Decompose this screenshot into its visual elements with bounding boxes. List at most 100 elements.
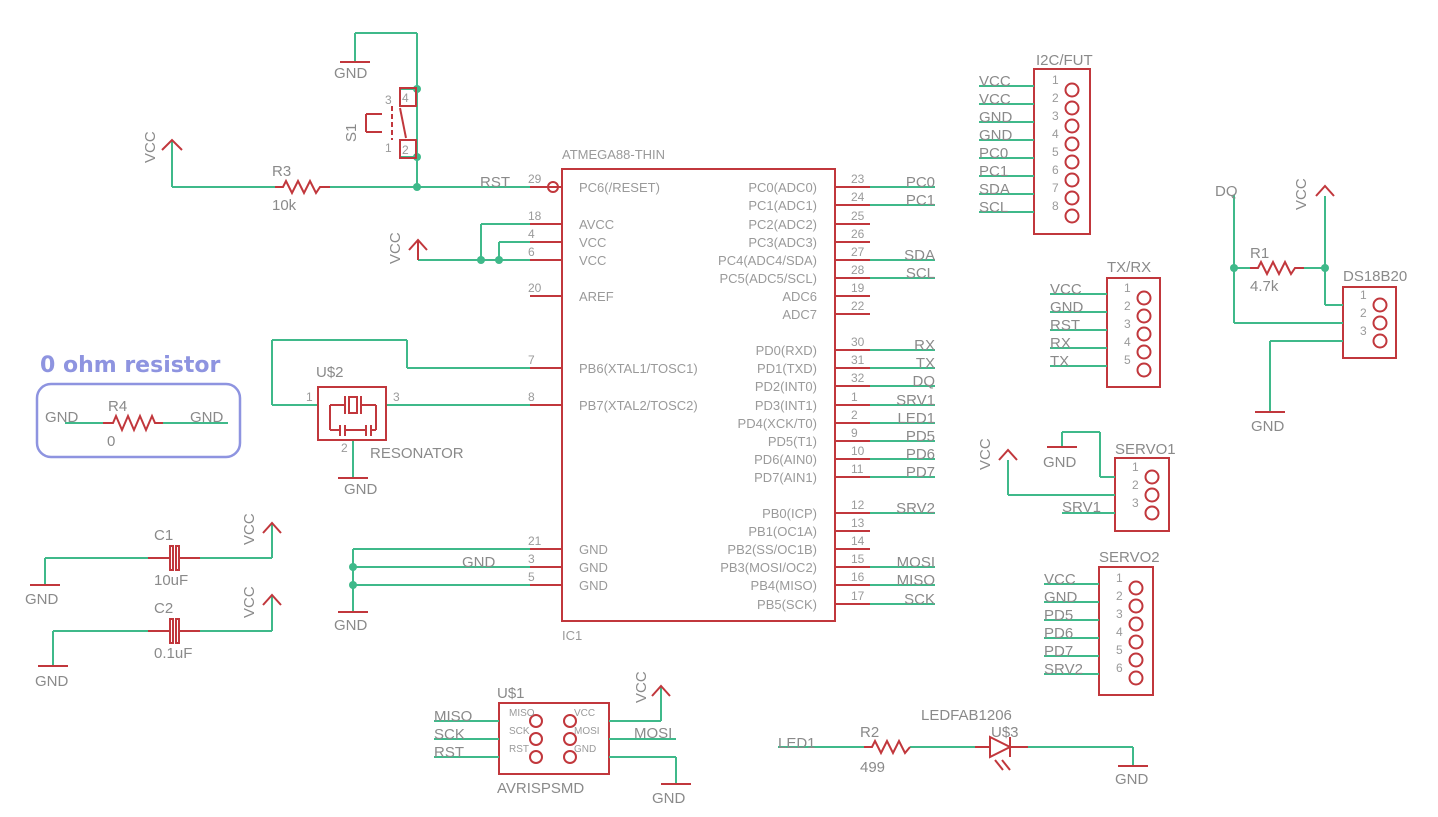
servo2-pad[interactable] [1128,598,1144,614]
c2-capacitor[interactable] [148,618,200,644]
i2c-pad[interactable] [1064,190,1080,206]
mcu-gnd-bottom-label: GND [334,617,368,634]
i2c-pad[interactable] [1064,82,1080,98]
r1-resistor[interactable] [1250,259,1304,277]
txrx-net-label: TX [1050,353,1069,370]
isp-net-rst: RST [434,744,464,761]
mcu-net-label: PD6 [906,446,935,463]
txrx-net-label: VCC [1050,281,1082,298]
led-circuit: LED1 R2 499 LEDFAB1206 U$3 GND [778,707,1149,788]
c1-capacitor[interactable] [148,545,200,571]
mcu-pin-number: 8 [528,390,535,404]
mcu-pin-name: PB6(XTAL1/TOSC1) [579,361,698,376]
switch-ref: S1 [343,124,360,142]
mcu-net-label: MISO [897,572,935,589]
txrx-pad[interactable] [1136,290,1152,306]
mcu-pin-name: PB5(SCK) [757,597,817,612]
mcu-net-label: SRV2 [896,500,935,517]
txrx-pin-number: 2 [1124,299,1131,313]
servo1-pad[interactable] [1144,469,1160,485]
isp-connector[interactable] [498,702,610,775]
mcu-net-label: MOSI [897,554,935,571]
mcu-pin-name: GND [579,542,608,557]
c2-ref: C2 [154,600,173,617]
switch-pin-3: 3 [385,93,392,107]
ds18b20-connector[interactable] [1342,286,1397,359]
i2c-pad[interactable] [1064,136,1080,152]
txrx-pad[interactable] [1136,344,1152,360]
resonator-pin-2: 2 [341,441,348,455]
servo2-pad[interactable] [1128,652,1144,668]
ds18b20-pad[interactable] [1372,333,1388,349]
led-part-label: LEDFAB1206 [921,707,1012,724]
servo2-pad[interactable] [1128,616,1144,632]
txrx-pad[interactable] [1136,308,1152,324]
mcu-pin-number: 14 [851,534,865,548]
mcu-pin-number: 17 [851,589,865,603]
mcu-pin-name: VCC [579,235,606,250]
servo2-pad[interactable] [1128,634,1144,650]
mcu-pin-number: 11 [851,462,864,476]
i2c-pin-number: 6 [1052,163,1059,177]
mcu-name: ATMEGA88-THIN [562,147,665,162]
mcu-power-wiring: VCC [387,223,530,264]
resonator: U$2 RESONATOR 1 3 2 GND [271,339,530,498]
rst-net-label: RST [480,174,510,191]
led-part[interactable] [975,735,1028,771]
c1-vcc-label: VCC [241,513,258,545]
resonator-part[interactable] [317,386,387,441]
mcu-pin-name: PC0(ADC0) [748,180,817,195]
i2c-pin-number: 8 [1052,199,1059,213]
isp-pad-vcc: VCC [574,708,595,719]
zero-ohm-left-net: GND [45,409,79,426]
txrx-pin-number: 4 [1124,335,1131,349]
r3-resistor[interactable] [275,178,330,196]
i2c-pin-number: 5 [1052,145,1059,159]
mcu-net-label: RX [914,337,935,354]
reset-gnd-label: GND [334,65,368,82]
servo1-connector[interactable] [1114,457,1170,532]
mcu-pin-number: 21 [528,534,542,548]
mcu-pin-name: AREF [579,289,614,304]
servo2-net-label: VCC [1044,571,1076,588]
txrx-pad[interactable] [1136,362,1152,378]
servo2-pad[interactable] [1128,580,1144,596]
i2c-net-label: GND [979,109,1013,126]
mcu-pin-number: 28 [851,263,865,277]
txrx-net-label: RX [1050,335,1071,352]
mcu-pin-number: 4 [528,227,535,241]
r2-resistor[interactable] [864,738,911,756]
servo2-pin-number: 3 [1116,607,1123,621]
isp-pad-miso: MISO [509,708,535,719]
i2c-pad[interactable] [1064,100,1080,116]
mcu-pin-name: PC2(ADC2) [748,217,817,232]
txrx-connector[interactable] [1106,277,1161,388]
reset-switch[interactable]: 4 3 1 2 [365,87,417,159]
i2c-connector[interactable] [1033,68,1091,235]
vcc-arrow-symbol [262,593,282,606]
servo2-connector[interactable] [1098,566,1154,696]
i2c-pad[interactable] [1064,172,1080,188]
i2c-pad[interactable] [1064,208,1080,224]
switch-pin-2: 2 [402,143,409,157]
ds18b20-pad[interactable] [1372,297,1388,313]
atmega88-chip[interactable]: ATMEGA88-THIN IC1 29PC6(/RESET)18AVCC4VC… [528,147,935,643]
i2c-net-label: VCC [979,91,1011,108]
zero-ohm-resistor[interactable] [103,413,163,433]
isp-pad-rst: RST [509,744,529,755]
i2c-pad[interactable] [1064,154,1080,170]
servo1-pad[interactable] [1144,487,1160,503]
ds18b20-pad[interactable] [1372,315,1388,331]
resonator-label: RESONATOR [370,445,464,462]
txrx-pad[interactable] [1136,326,1152,342]
mcu-pin-name: AVCC [579,217,614,232]
i2c-pad[interactable] [1064,118,1080,134]
servo1-pad[interactable] [1144,505,1160,521]
txrx-pin-number: 1 [1124,281,1131,295]
servo2-pad[interactable] [1128,670,1144,686]
i2c-net-label: PC0 [979,145,1008,162]
mcu-pin-name: PD4(XCK/T0) [738,416,817,431]
